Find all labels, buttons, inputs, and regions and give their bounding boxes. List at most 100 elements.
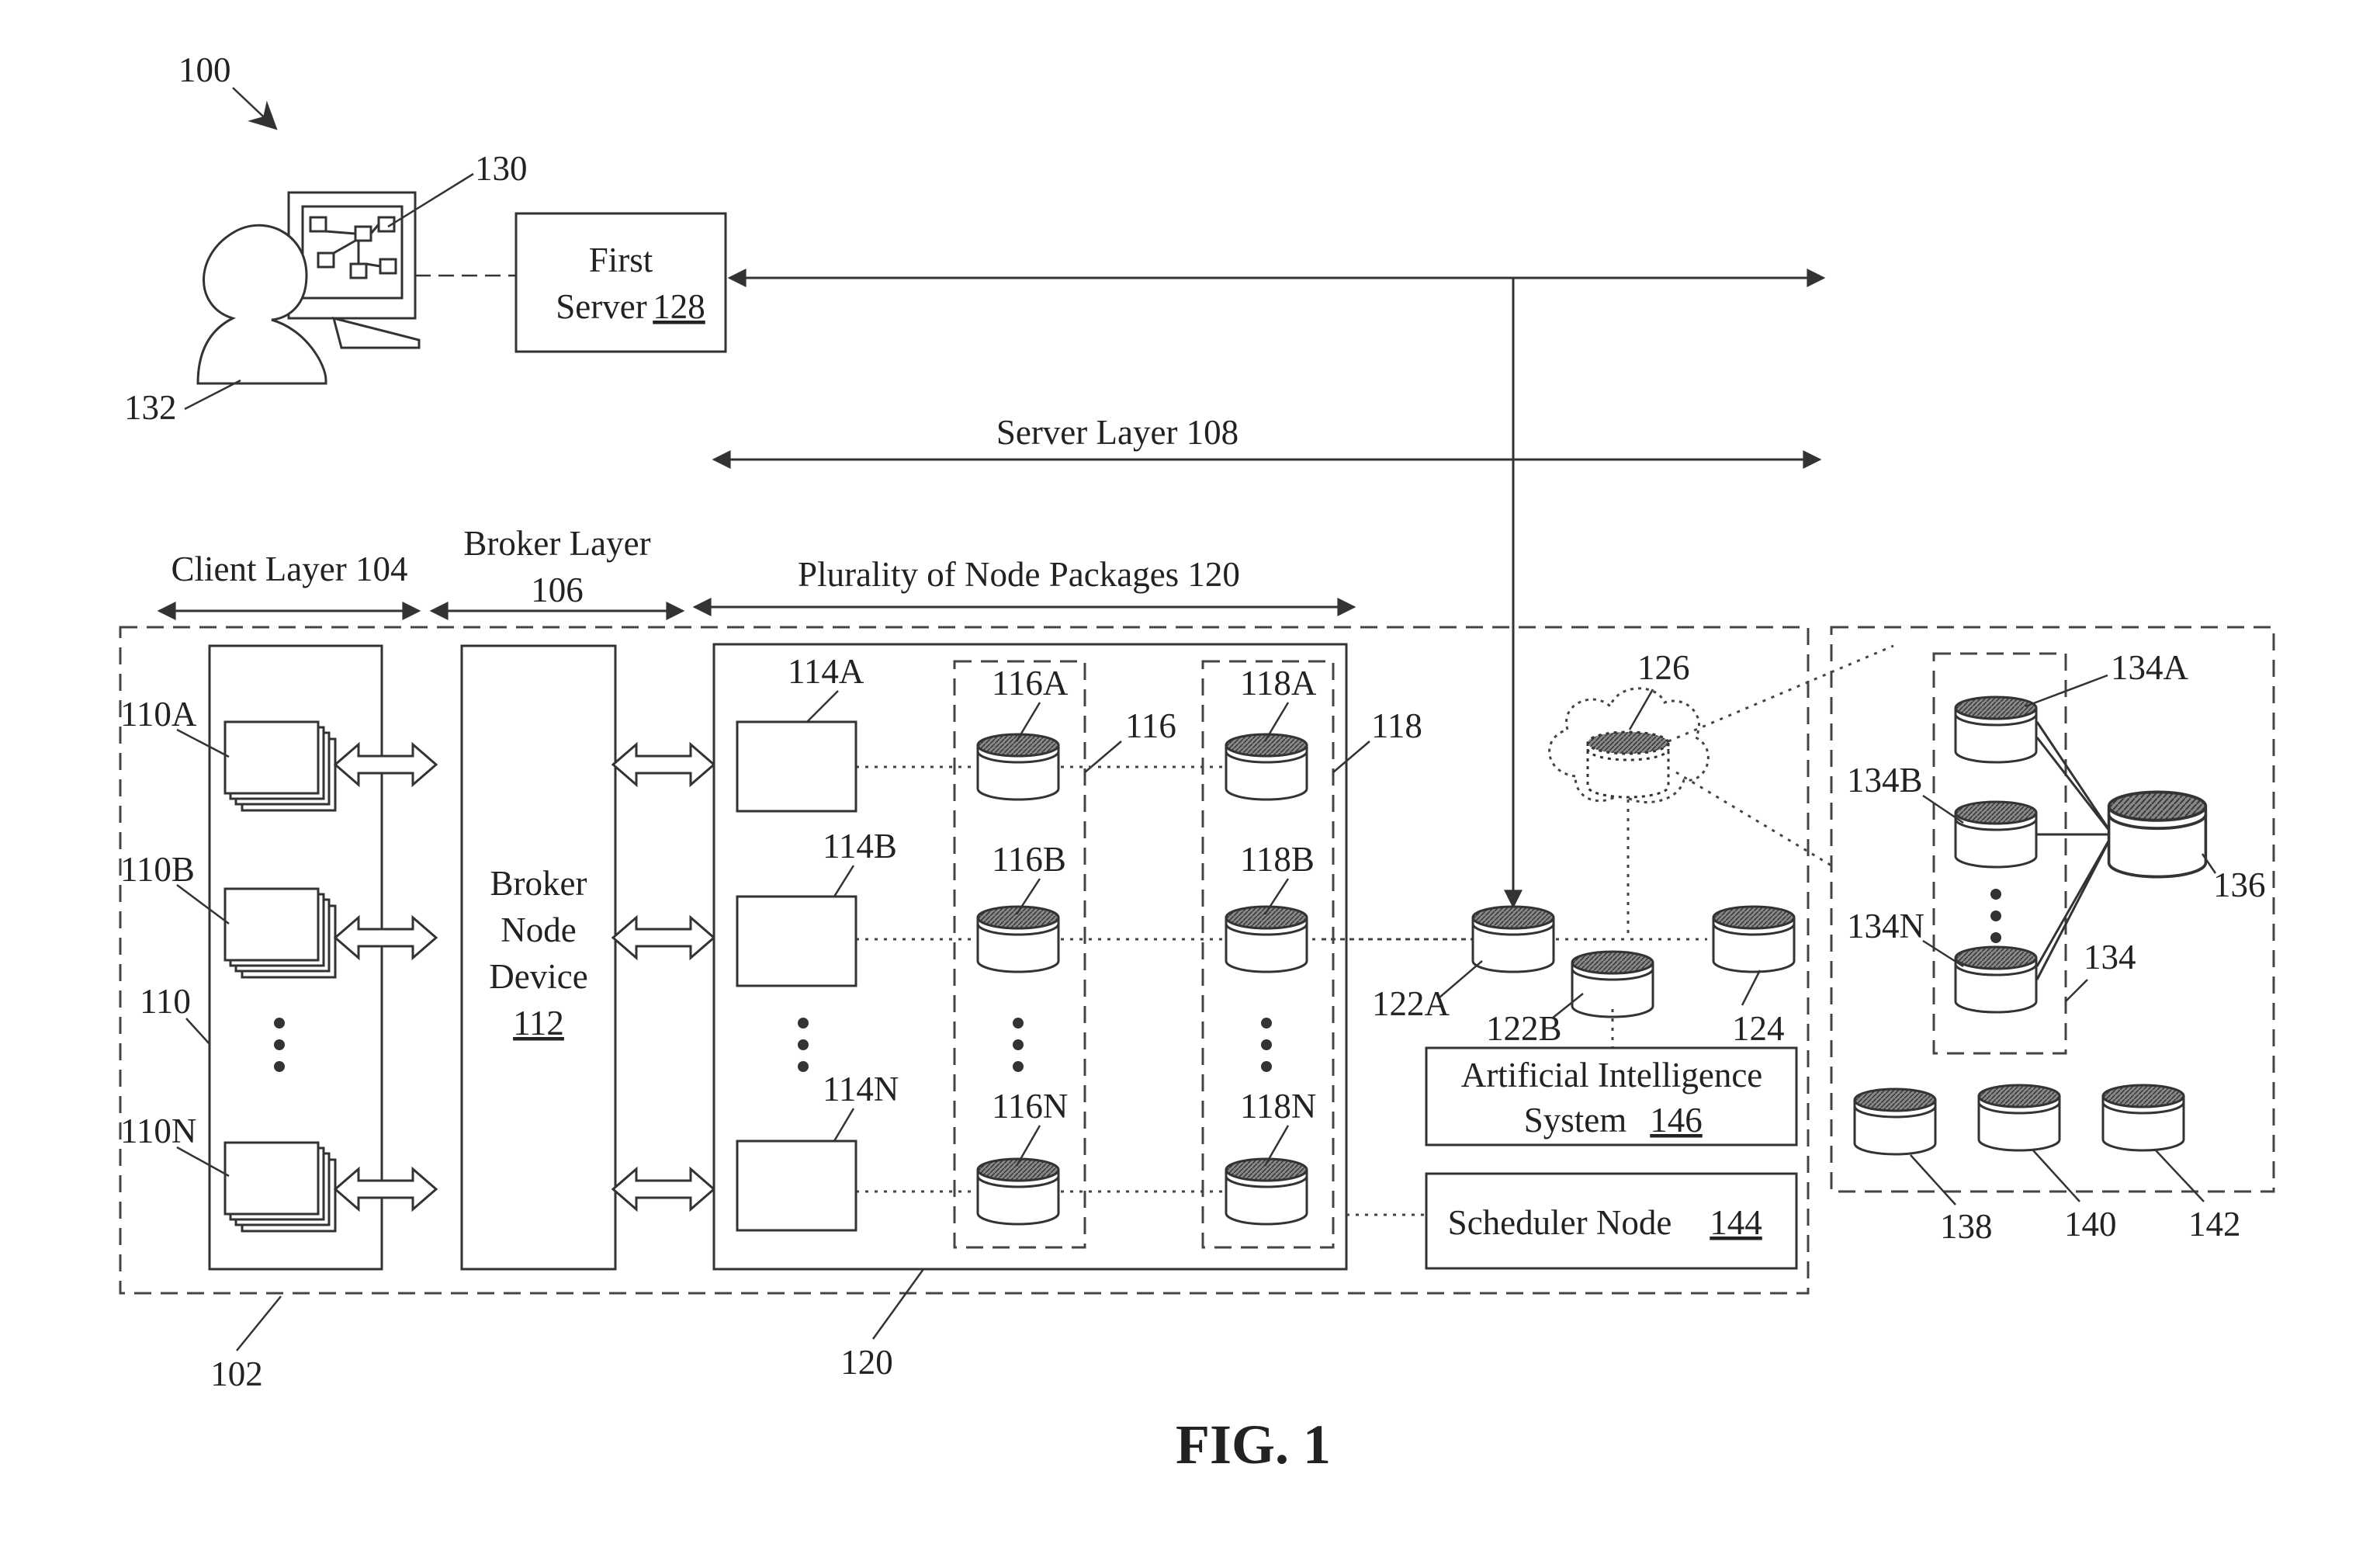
- client-broker-arrow-n: [334, 1167, 438, 1211]
- broker-device-line1: Broker: [490, 864, 587, 903]
- ref-124: 124: [1732, 1009, 1785, 1048]
- db-118-ellipsis: [1261, 1018, 1272, 1072]
- node-packages-layer: Plurality of Node Packages 120: [692, 555, 1356, 616]
- node-114B: 114B: [736, 827, 897, 987]
- ref-118-leader: [1332, 741, 1370, 773]
- ref-114N: 114N: [823, 1070, 899, 1108]
- ref-130-leader: [387, 172, 474, 228]
- ref-116B: 116B: [992, 840, 1066, 879]
- ref-118N: 118N: [1240, 1087, 1316, 1126]
- ref-134A: 134A: [2111, 648, 2189, 687]
- broker-layer: Broker Layer 106: [429, 524, 685, 620]
- computer-icon: [287, 191, 421, 349]
- broker-node-device: Broker Node Device 112: [460, 644, 617, 1271]
- ref-134B: 134B: [1847, 761, 1923, 800]
- ref-122B: 122B: [1486, 1009, 1562, 1048]
- broker-node-arrow-a: [611, 743, 715, 786]
- database-136: 136: [2107, 790, 2266, 904]
- client-layer-label: Client Layer 104: [171, 550, 408, 588]
- broker-node-arrow-n: [611, 1167, 715, 1211]
- db-134-ellipsis: [1990, 889, 2001, 943]
- client-device-110N: 110N: [120, 1112, 337, 1233]
- ref-110B: 110B: [120, 850, 195, 889]
- ai-system-line1: Artificial Intelligence: [1461, 1056, 1763, 1094]
- database-122A: 122A: [1372, 905, 1555, 1023]
- ref-120: 120: [840, 1343, 893, 1382]
- client-layer: Client Layer 104: [157, 550, 421, 620]
- database-118B: 118B: [1225, 840, 1315, 973]
- user-with-computer: 100 130 132: [124, 50, 528, 427]
- database-142: 142: [2101, 1084, 2241, 1244]
- first-server-line2: Server: [556, 287, 646, 326]
- server-layer: Server Layer 108: [712, 413, 1822, 469]
- first-server-line1: First: [589, 241, 653, 279]
- database-138: 138: [1853, 1087, 1993, 1246]
- broker-node-arrow-b: [611, 916, 715, 959]
- system-boundary: [119, 626, 1810, 1295]
- database-124: 124: [1712, 905, 1796, 1048]
- ref-110: 110: [140, 982, 191, 1021]
- ref-102: 102: [210, 1355, 263, 1393]
- client-ellipsis: [274, 1018, 285, 1072]
- ref-138: 138: [1940, 1207, 1993, 1246]
- ref-116A: 116A: [992, 664, 1069, 702]
- ai-system-box: Artificial Intelligence System 146: [1425, 1046, 1798, 1146]
- db-116-ellipsis: [1013, 1018, 1024, 1072]
- database-134B: 134B: [1847, 761, 2038, 869]
- ref-118: 118: [1371, 706, 1422, 745]
- node-114A: 114A: [736, 652, 864, 813]
- database-122B: 122B: [1486, 950, 1654, 1048]
- database-118N: 118N: [1225, 1087, 1316, 1226]
- node-114N: 114N: [736, 1070, 899, 1232]
- broker-device-line3: Device: [489, 957, 587, 996]
- ref-134: 134: [2084, 938, 2136, 976]
- ai-system-ref: 146: [1650, 1101, 1703, 1139]
- database-134N: 134N: [1847, 907, 2038, 1014]
- scheduler-label: Scheduler Node: [1448, 1203, 1672, 1242]
- ref-136: 136: [2213, 865, 2266, 904]
- database-116N: 116N: [976, 1087, 1068, 1226]
- database-134A: 134A: [1954, 648, 2189, 764]
- ref-100-arrow: [232, 87, 278, 130]
- ref-116N: 116N: [992, 1087, 1068, 1126]
- client-device-110A: 110A: [120, 695, 337, 812]
- broker-device-line2: Node: [501, 911, 576, 949]
- user-icon: [196, 224, 327, 385]
- client-broker-arrow-a: [334, 743, 438, 786]
- ref-132: 132: [124, 388, 177, 427]
- storage-cluster-boundary: [1830, 626, 2275, 1193]
- node-group-118: [1201, 660, 1335, 1249]
- scheduler-node-box: Scheduler Node 144: [1425, 1172, 1798, 1270]
- ref-122A: 122A: [1372, 984, 1450, 1023]
- first-server-ref: 128: [653, 287, 705, 326]
- database-116B: 116B: [976, 840, 1066, 973]
- ref-114B: 114B: [823, 827, 897, 865]
- ref-134N: 134N: [1847, 907, 1924, 945]
- ref-102-leader: [236, 1296, 282, 1351]
- client-broker-arrow-b: [334, 916, 438, 959]
- ref-142: 142: [2188, 1205, 2241, 1244]
- ai-system-line2: System: [1524, 1101, 1627, 1139]
- ref-100: 100: [178, 50, 231, 89]
- ref-110A: 110A: [120, 695, 197, 734]
- cluster-134: [1932, 652, 2067, 1055]
- ref-132-leader: [184, 379, 241, 411]
- node-packages-label: Plurality of Node Packages 120: [798, 555, 1240, 594]
- database-140: 140: [1977, 1084, 2117, 1244]
- ref-118B: 118B: [1240, 840, 1315, 879]
- ref-126: 126: [1637, 648, 1690, 687]
- cloud-126: 126: [1548, 644, 1894, 939]
- ref-140: 140: [2064, 1205, 2117, 1244]
- first-server-box: First Server 128: [514, 212, 727, 353]
- scheduler-ref: 144: [1710, 1203, 1762, 1242]
- ref-120-leader: [871, 1268, 925, 1340]
- ref-130: 130: [475, 149, 528, 188]
- ref-110-leader: [185, 1018, 210, 1045]
- client-device-110B: 110B: [120, 850, 337, 979]
- ref-110N: 110N: [120, 1112, 196, 1150]
- cluster-links: [2035, 721, 2114, 980]
- database-116A: 116A: [976, 664, 1069, 801]
- database-118A: 118A: [1225, 664, 1317, 801]
- ref-114A: 114A: [788, 652, 864, 691]
